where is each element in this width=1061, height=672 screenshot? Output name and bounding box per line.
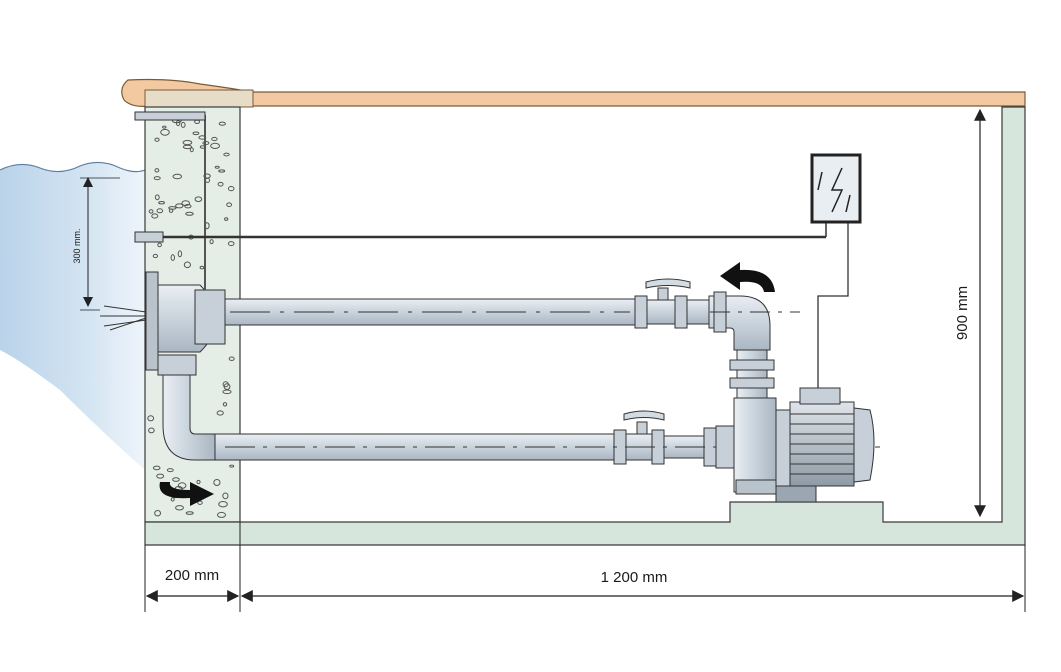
room-height-label: 900 mm — [954, 286, 971, 340]
water-depth-label: 300 mm. — [72, 228, 82, 263]
aggregate-pebble — [172, 173, 183, 180]
aggregate-pebble — [154, 168, 160, 173]
aggregate-pebble — [217, 511, 226, 518]
motor-terminal-box — [799, 387, 841, 405]
curved-arrow-left-icon — [720, 262, 775, 292]
aggregate-pebble — [211, 136, 218, 142]
aggregate-pebble — [189, 147, 194, 153]
aggregate-pebble — [227, 186, 235, 192]
aggregate-pebble — [184, 204, 192, 209]
aggregate-pebble — [172, 477, 180, 482]
riser-union — [729, 359, 775, 371]
aggregate-pebble — [229, 464, 235, 468]
wall-fitting-flange — [194, 289, 226, 345]
aggregate-pebble — [182, 144, 193, 150]
aggregate-pebble — [148, 427, 155, 434]
aggregate-pebble — [224, 217, 229, 221]
suction-valve — [613, 410, 717, 467]
return-valve — [634, 278, 710, 329]
aggregate-pebble — [209, 239, 214, 245]
aggregate-pebble — [156, 208, 164, 214]
aggregate-pebble — [151, 213, 159, 219]
motor-cable — [817, 222, 849, 392]
aggregate-pebble — [223, 152, 230, 157]
aggregate-pebble — [214, 165, 220, 169]
aggregate-pebble — [216, 410, 224, 416]
aggregate-pebble — [147, 415, 155, 422]
aggregate-pebble — [227, 241, 235, 247]
aggregate-pebble — [185, 511, 194, 515]
lightning-bolt-icon — [817, 167, 851, 213]
aggregate-pebble — [175, 505, 184, 511]
aggregate-pebble — [166, 468, 174, 473]
aggregate-pebble — [185, 211, 194, 216]
aggregate-pebble — [222, 402, 228, 407]
water-surface — [0, 161, 146, 173]
motor-fan-cover — [853, 407, 875, 483]
aggregate-pebble — [210, 142, 221, 149]
aggregate-pebble — [222, 492, 229, 500]
pool-water — [0, 162, 145, 470]
aggregate-pebble — [175, 120, 181, 127]
pool-coping — [121, 78, 1026, 107]
aggregate-pebble — [180, 121, 186, 128]
rod-bracket-top — [134, 111, 206, 121]
aggregate-pebble — [182, 140, 193, 146]
aggregate-pebble — [218, 121, 226, 126]
aggregate-pebble — [157, 242, 162, 248]
aggregate-pebble — [218, 501, 228, 508]
aggregate-pebble — [162, 125, 167, 129]
aggregate-pebble — [199, 265, 205, 270]
riser-union-2 — [729, 377, 775, 389]
wall-width-label: 200 mm — [165, 567, 219, 584]
aggregate-pebble — [156, 473, 165, 479]
aggregate-pebble — [160, 128, 170, 136]
aggregate-pebble — [152, 465, 161, 471]
aggregate-pebble — [148, 209, 154, 214]
aggregate-pebble — [226, 202, 233, 207]
riser-pipe — [736, 349, 768, 399]
aggregate-pebble — [213, 479, 221, 486]
aggregate-pebble — [194, 196, 203, 202]
aggregate-pebble — [228, 356, 235, 361]
aggregate-pebble — [217, 181, 224, 187]
aggregate-pebble — [181, 200, 190, 207]
aggregate-pebble — [152, 253, 159, 259]
coping-cap-block — [144, 89, 254, 108]
aggregate-pebble — [177, 250, 183, 258]
wall-fitting-plate — [145, 271, 159, 371]
control-box — [810, 153, 862, 224]
aggregate-pebble — [192, 131, 200, 136]
aggregate-pebble — [222, 389, 232, 395]
aggregate-pebble — [168, 208, 174, 213]
curved-arrow-right-icon — [159, 482, 214, 506]
pump — [715, 387, 875, 503]
room-length-label: 1 200 mm — [601, 569, 668, 586]
rod-bracket-mid — [134, 231, 164, 243]
aggregate-pebble — [218, 169, 226, 173]
aggregate-pebble — [154, 194, 160, 201]
water-jet — [100, 305, 147, 331]
aggregate-pebble — [183, 261, 191, 269]
aggregate-pebble — [177, 482, 187, 489]
suction-riser-collar — [157, 354, 197, 376]
aggregate-pebble — [196, 479, 201, 485]
aggregate-pebble — [170, 254, 176, 261]
aggregate-pebble — [154, 137, 160, 142]
equipment-room — [144, 106, 1026, 546]
aggregate-pebble — [154, 510, 162, 517]
aggregate-pebble — [175, 203, 184, 209]
aggregate-pebble — [158, 201, 166, 205]
aggregate-pebble — [153, 176, 161, 181]
pump-base — [775, 485, 817, 503]
aggregate-pebble — [222, 381, 229, 388]
